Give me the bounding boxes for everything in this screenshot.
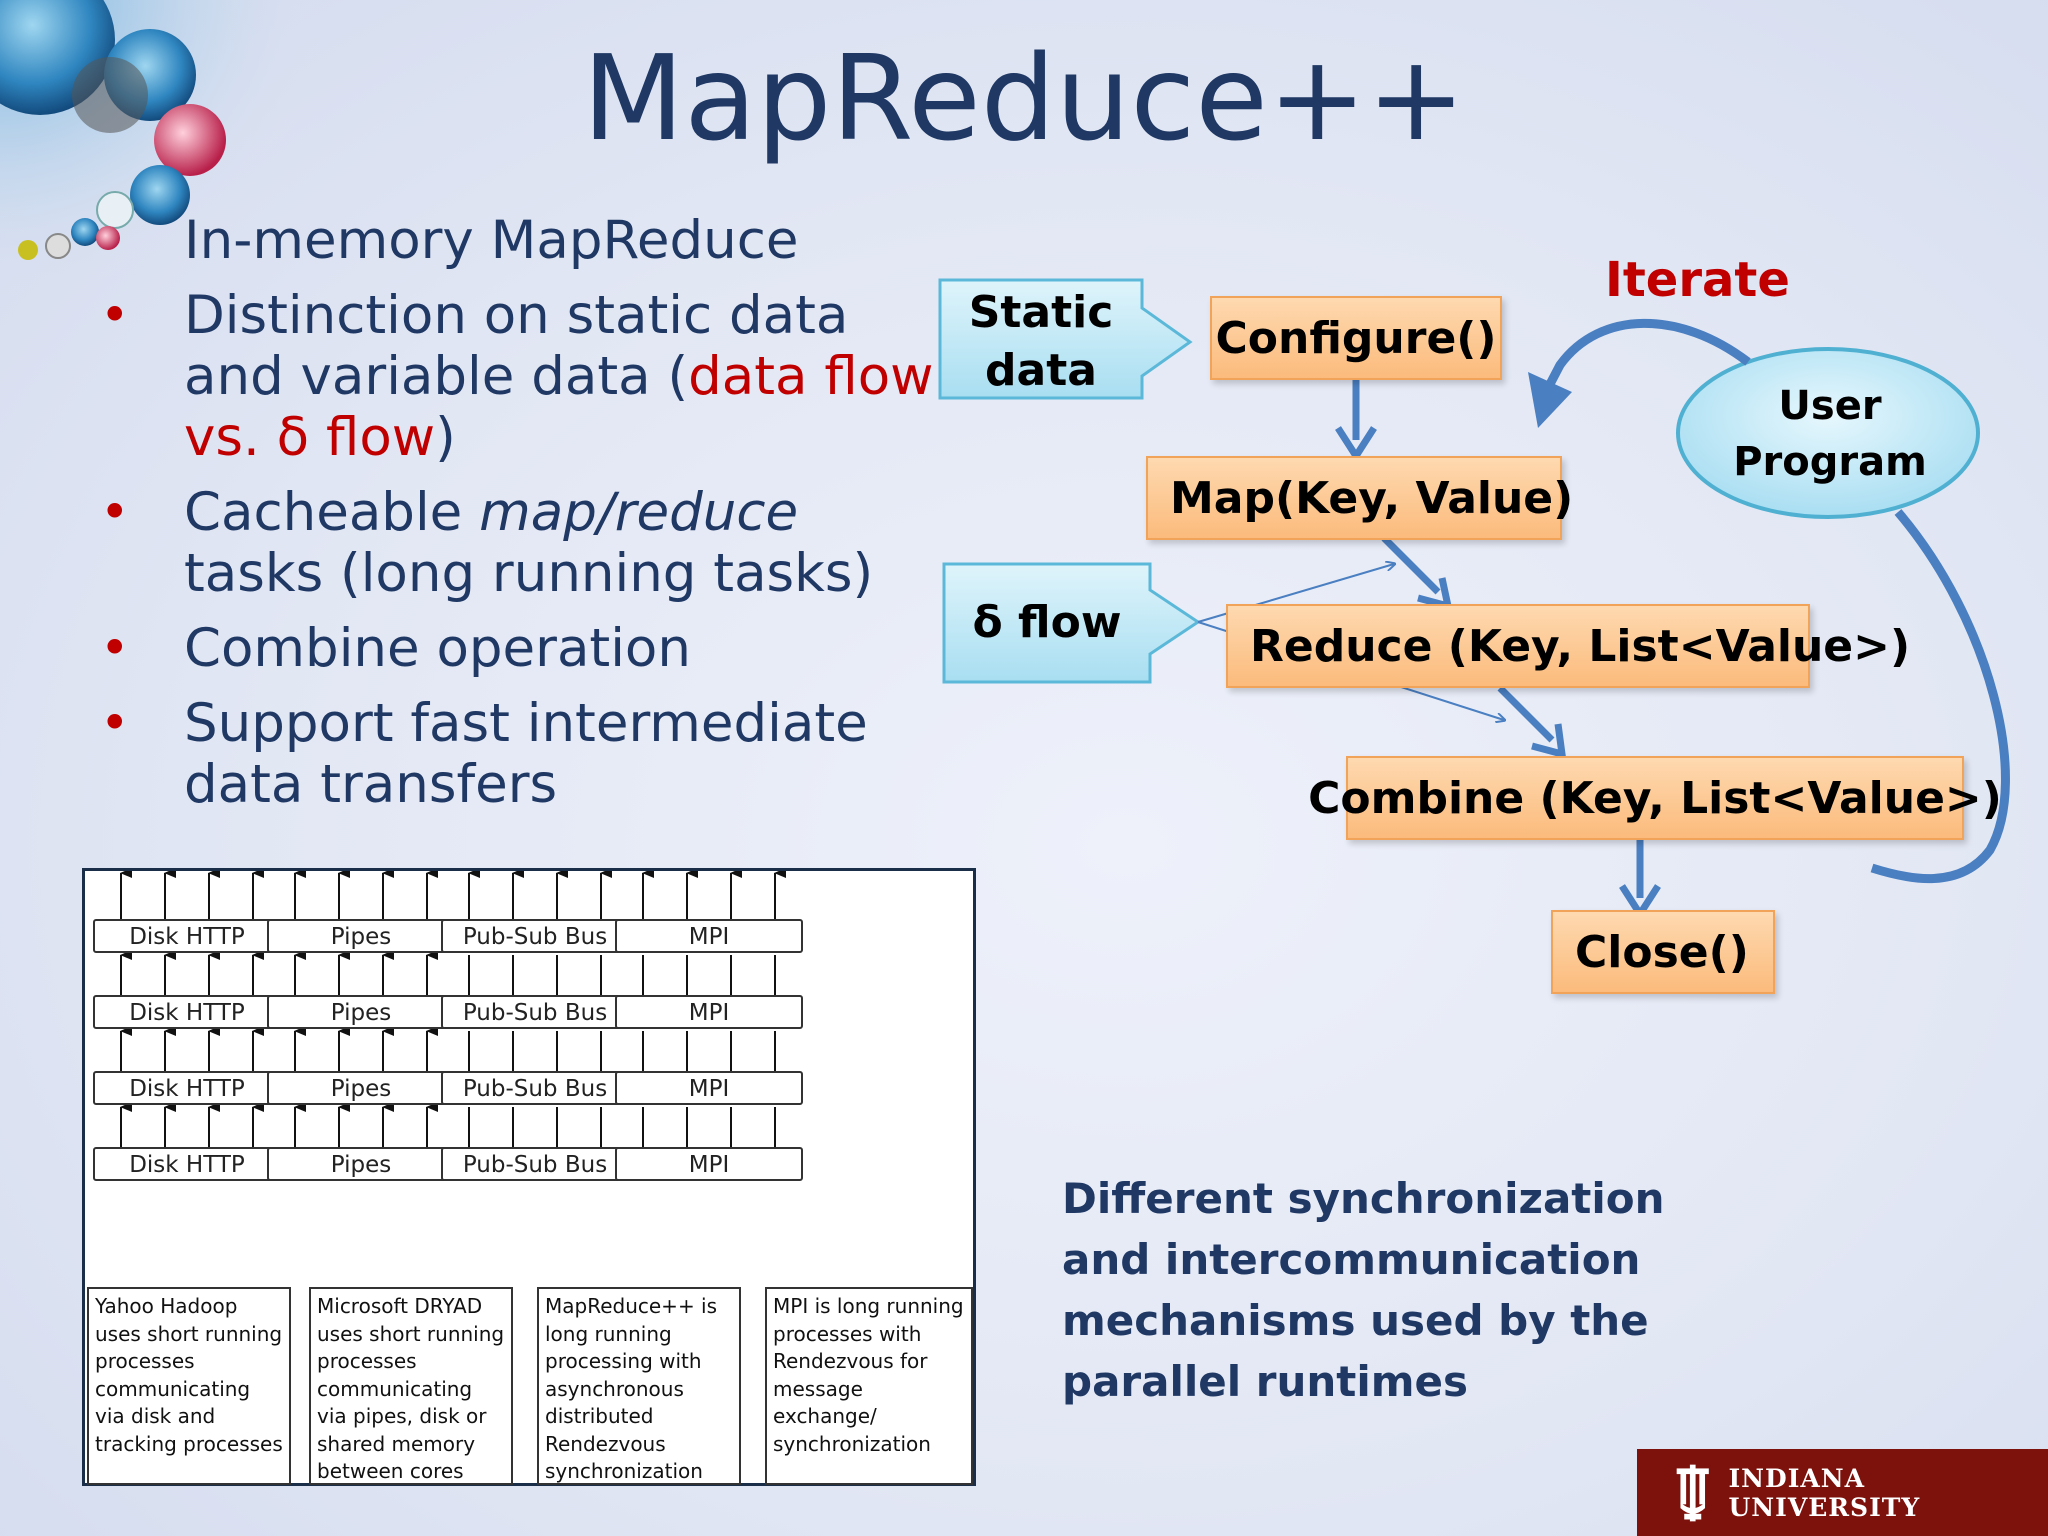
runtime-bar: Disk HTTP: [93, 1071, 281, 1105]
runtime-bar: Disk HTTP: [93, 995, 281, 1029]
bullet-text: Combine operation: [184, 618, 691, 679]
indiana-university-logo: INDIANA UNIVERSITY: [1637, 1449, 2048, 1536]
runtime-bar: MPI: [615, 919, 803, 953]
runtime-bar: MPI: [615, 1071, 803, 1105]
runtime-description: MapReduce++ is long running processing w…: [537, 1287, 741, 1485]
runtime-bar: Pub-Sub Bus: [441, 1147, 629, 1181]
figure-caption: Different synchronization and intercommu…: [1062, 1174, 1665, 1406]
runtime-bar: Pub-Sub Bus: [441, 995, 629, 1029]
runtime-description: MPI is long running processes with Rende…: [765, 1287, 973, 1485]
user-program-label: User Program: [1733, 383, 1927, 485]
static-data-label: Static data: [968, 287, 1114, 396]
corner-globe-art: [0, 0, 330, 300]
bullet-text: data flow vs. δ flow: [184, 346, 934, 468]
iterate-label: Iterate: [1605, 252, 1790, 308]
runtime-bar: Pipes: [267, 1071, 455, 1105]
slide-title: MapReduce++: [582, 29, 1466, 167]
bullet-text: In-memory MapReduce: [184, 210, 799, 271]
bullet-item: Support fast intermediate data transfers: [100, 693, 940, 815]
runtime-bar: Pub-Sub Bus: [441, 1071, 629, 1105]
bullet-text: tasks (long running tasks): [184, 543, 874, 604]
runtimes-figure: Disk HTTP Disk HTTP Disk HTTP Disk HTTP Yaho…: [82, 868, 976, 1486]
runtime-bar: Pub-Sub Bus: [441, 919, 629, 953]
runtime-description: Microsoft DRYAD uses short running proce…: [309, 1287, 513, 1485]
bullet-text: ): [435, 407, 456, 468]
delta-flow-label: δ flow: [972, 597, 1122, 648]
iu-logo-text: INDIANA UNIVERSITY: [1728, 1463, 1921, 1522]
runtime-bar: Pipes: [267, 919, 455, 953]
iu-trident-icon: [1676, 1464, 1709, 1521]
runtime-description: Yahoo Hadoop uses short running processe…: [87, 1287, 291, 1485]
bullet-text: Support fast intermediate data transfers: [184, 693, 868, 815]
runtime-bar: Disk HTTP: [93, 1147, 281, 1181]
close-box: Close(): [1551, 910, 1775, 994]
runtime-bar: MPI: [615, 1147, 803, 1181]
bullet-list: In-memory MapReduceDistinction on static…: [100, 210, 940, 829]
bullet-text: map/reduce: [479, 482, 799, 543]
reduce-box: Reduce (Key, List<Value>): [1226, 604, 1910, 688]
runtime-bar: Pipes: [267, 995, 455, 1029]
bullet-text: Distinction on static data and variable …: [184, 285, 849, 407]
bullet-item: Distinction on static data and variable …: [100, 285, 940, 468]
runtime-bar: Pipes: [267, 1147, 455, 1181]
combine-box: Combine (Key, List<Value>): [1308, 756, 2002, 840]
bullet-item: Cacheable map/reduce tasks (long running…: [100, 482, 940, 604]
bullet-text: Cacheable: [184, 482, 480, 543]
runtime-bar: MPI: [615, 995, 803, 1029]
runtime-bar: Disk HTTP: [93, 919, 281, 953]
bullet-item: In-memory MapReduce: [100, 210, 940, 271]
map-box: Map(Key, Value): [1146, 456, 1573, 540]
runtimes-connectors: [120, 871, 786, 1147]
bullet-item: Combine operation: [100, 618, 940, 679]
configure-box: Configure(): [1210, 296, 1502, 380]
